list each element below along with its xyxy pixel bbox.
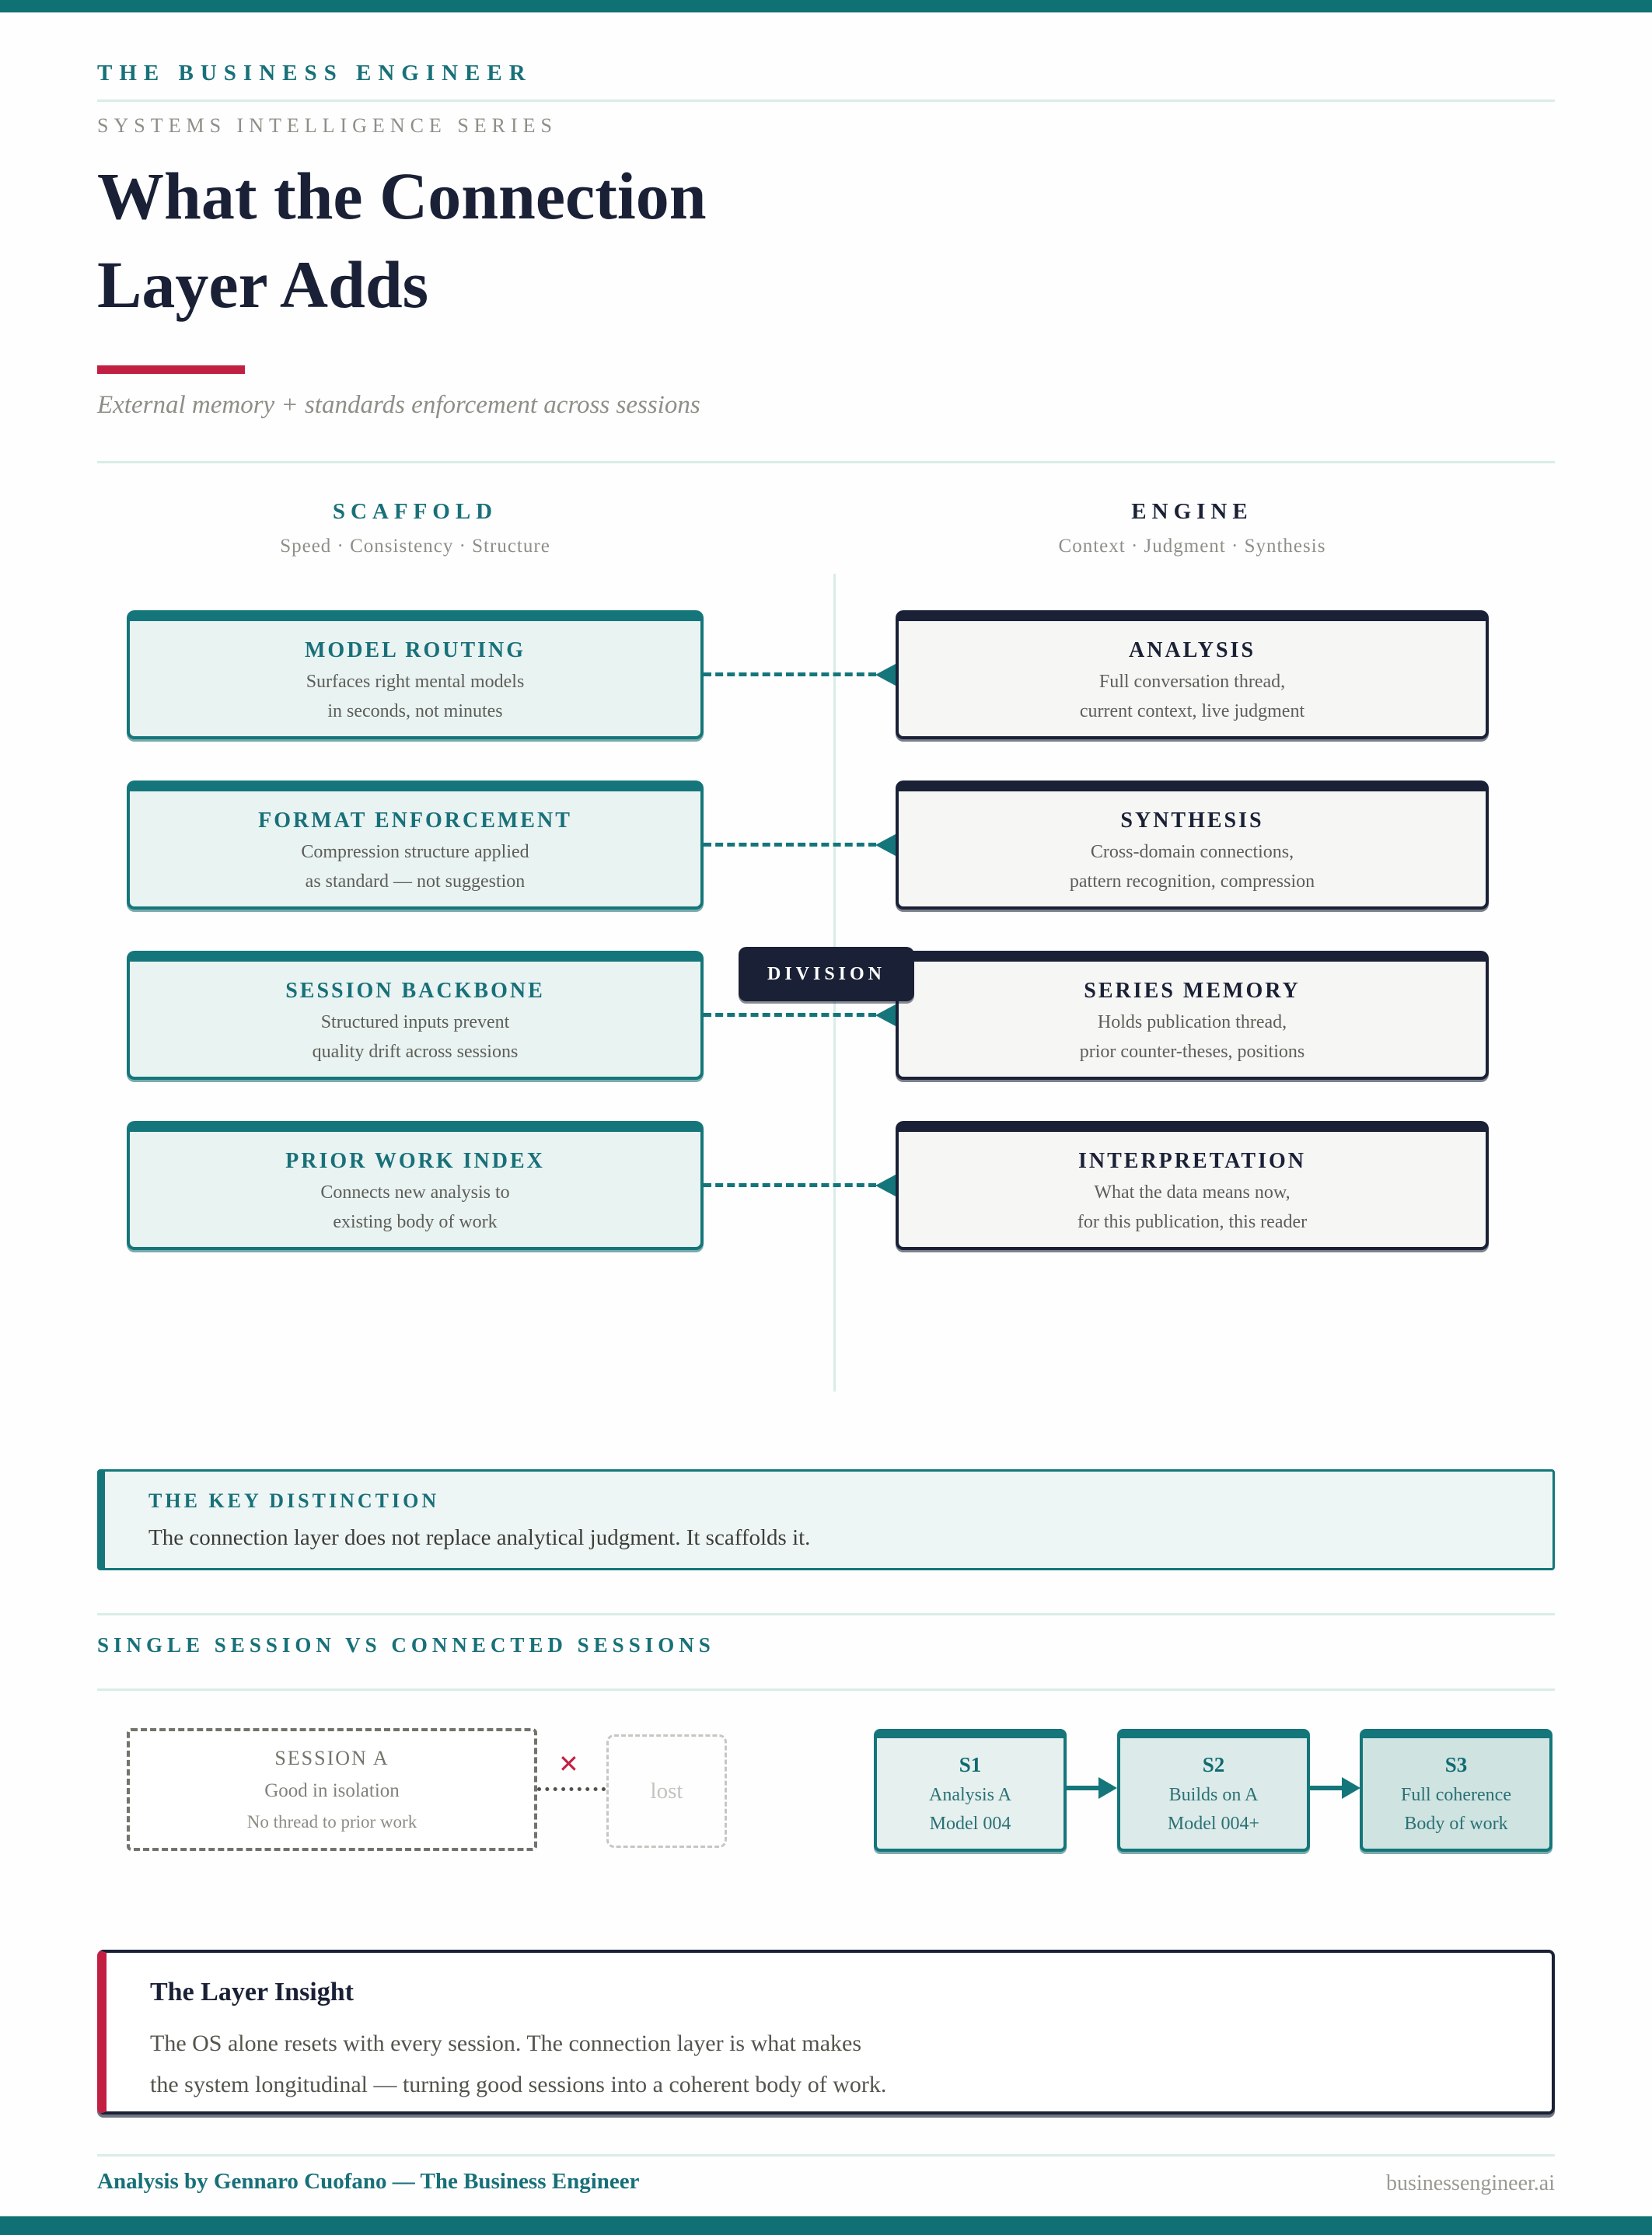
session-title: S3 (1444, 1752, 1468, 1776)
arrow-left-icon (875, 664, 896, 686)
engine-box-series-memory: SERIES MEMORY Holds publication thread, … (896, 951, 1489, 1080)
bottom-accent-bar (0, 2216, 1652, 2235)
box-line: Structured inputs prevent (320, 1012, 510, 1032)
engine-box-synthesis: SYNTHESIS Cross-domain connections, patt… (896, 781, 1489, 910)
box-line: prior counter-theses, positions (1079, 1042, 1305, 1062)
arrow-left-icon (875, 834, 896, 856)
box-line: Cross-domain connections, (1090, 842, 1294, 862)
single-session-line: No thread to prior work (246, 1812, 417, 1832)
lost-label: lost (650, 1778, 683, 1804)
layer-insight-callout: The Layer Insight The OS alone resets wi… (97, 1950, 1555, 2115)
session-line: Body of work (1404, 1813, 1508, 1834)
box-line: Full conversation thread, (1098, 672, 1286, 692)
subtitle: External memory + standards enforcement … (97, 391, 700, 419)
dashed-line (704, 843, 876, 847)
box-line: quality drift across sessions (312, 1042, 519, 1062)
box-title: SERIES MEMORY (1084, 979, 1301, 1003)
connected-session-box-s2: S2 Builds on A Model 004+ (1117, 1729, 1310, 1852)
box-line: as standard — not suggestion (305, 871, 526, 892)
box-line: What the data means now, (1094, 1182, 1291, 1203)
session-line: Model 004+ (1167, 1813, 1260, 1834)
key-distinction-body: The connection layer does not replace an… (148, 1524, 811, 1550)
header-divider (97, 100, 1555, 102)
scaffold-box-format-enforcement: FORMAT ENFORCEMENT Compression structure… (127, 781, 704, 910)
box-line: for this publication, this reader (1077, 1212, 1308, 1232)
session-line: Full coherence (1401, 1784, 1511, 1805)
engine-column-header: ENGINE Context · Judgment · Synthesis (896, 499, 1489, 557)
box-line: current context, live judgment (1079, 701, 1305, 721)
dashed-line (704, 672, 876, 676)
scaffold-column-header: SCAFFOLD Speed · Consistency · Structure (127, 499, 704, 557)
box-line: pattern recognition, compression (1069, 871, 1315, 892)
scaffold-column-title: SCAFFOLD (332, 499, 498, 524)
session-line: Analysis A (928, 1784, 1011, 1805)
engine-box-interpretation: INTERPRETATION What the data means now, … (896, 1121, 1489, 1250)
key-distinction-title: THE KEY DISTINCTION (148, 1489, 440, 1512)
single-session-title: SESSION A (274, 1747, 389, 1769)
session-title: S2 (1202, 1752, 1225, 1776)
footer-divider (97, 2154, 1555, 2156)
division-badge: DIVISION (739, 947, 914, 1001)
engine-box-analysis: ANALYSIS Full conversation thread, curre… (896, 610, 1489, 739)
title-accent-bar (97, 365, 245, 374)
connected-session-box-s3: S3 Full coherence Body of work (1360, 1729, 1552, 1852)
top-accent-bar (0, 0, 1652, 12)
box-line: Holds publication thread, (1097, 1012, 1287, 1032)
dashed-line (704, 1183, 876, 1187)
layer-insight-title: The Layer Insight (150, 1978, 354, 2006)
box-line: Surfaces right mental models (306, 672, 525, 692)
arrow-right-icon (1098, 1777, 1117, 1799)
scaffold-box-model-routing: MODEL ROUTING Surfaces right mental mode… (127, 610, 704, 739)
box-line: existing body of work (333, 1212, 498, 1232)
comparison-section-heading: SINGLE SESSION VS CONNECTED SESSIONS (97, 1633, 715, 1657)
box-title: PRIOR WORK INDEX (285, 1149, 545, 1173)
lost-box: lost (606, 1734, 727, 1848)
series-label: SYSTEMS INTELLIGENCE SERIES (97, 114, 557, 137)
arrow-shaft (1310, 1786, 1344, 1790)
box-title: INTERPRETATION (1077, 1149, 1306, 1173)
broken-link-x-icon: ✕ (558, 1749, 579, 1779)
page-title-line-2: Layer Adds (97, 246, 429, 322)
scaffold-column-subtitle: Speed · Consistency · Structure (280, 536, 550, 557)
footer-site-link[interactable]: businessengineer.ai (1386, 2171, 1555, 2195)
footer-byline: Analysis by Gennaro Cuofano — The Busine… (97, 2169, 640, 2194)
arrow-left-icon (875, 1004, 896, 1026)
arrow-right-icon (1342, 1777, 1360, 1799)
box-title: ANALYSIS (1128, 638, 1256, 662)
arrow-left-icon (875, 1175, 896, 1196)
box-line: Compression structure applied (301, 842, 529, 862)
box-title: SYNTHESIS (1120, 808, 1264, 833)
lost-connector-line (537, 1787, 606, 1791)
box-title: MODEL ROUTING (304, 638, 526, 662)
session-title: S1 (959, 1752, 982, 1776)
arrow-shaft (1067, 1786, 1101, 1790)
box-title: SESSION BACKBONE (285, 979, 545, 1003)
scaffold-box-prior-work-index: PRIOR WORK INDEX Connects new analysis t… (127, 1121, 704, 1250)
single-session-box: SESSION A Good in isolation No thread to… (127, 1728, 537, 1851)
connected-session-box-s1: S1 Analysis A Model 004 (874, 1729, 1067, 1852)
scaffold-box-session-backbone: SESSION BACKBONE Structured inputs preve… (127, 951, 704, 1080)
engine-column-title: ENGINE (1131, 499, 1253, 524)
box-title: FORMAT ENFORCEMENT (258, 808, 572, 833)
brand-name: THE BUSINESS ENGINEER (97, 61, 533, 86)
layer-insight-line: the system longitudinal — turning good s… (150, 2072, 887, 2098)
key-distinction-callout: THE KEY DISTINCTION The connection layer… (97, 1469, 1555, 1570)
session-line: Model 004 (929, 1813, 1011, 1834)
section-divider-bottom (97, 1688, 1555, 1691)
engine-column-subtitle: Context · Judgment · Synthesis (1058, 536, 1326, 557)
section-divider-top (97, 1613, 1555, 1615)
dashed-line (704, 1013, 876, 1017)
subtitle-divider (97, 461, 1555, 463)
box-line: Connects new analysis to (320, 1182, 510, 1203)
box-line: in seconds, not minutes (327, 701, 503, 721)
layer-insight-line: The OS alone resets with every session. … (150, 2031, 862, 2056)
page-title-line-1: What the Connection (97, 159, 707, 233)
single-session-line: Good in isolation (264, 1780, 400, 1801)
session-line: Builds on A (1168, 1784, 1259, 1805)
